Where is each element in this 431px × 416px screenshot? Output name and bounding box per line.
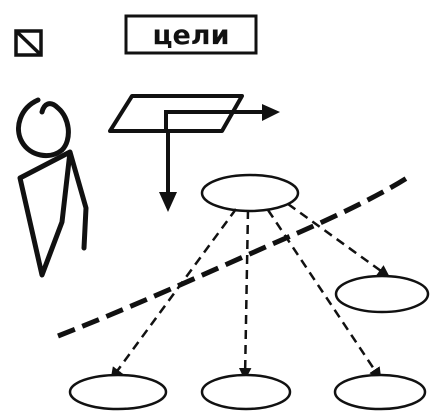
bottom-center-node (200, 373, 292, 411)
person-head (16, 97, 71, 159)
middle-right-node (334, 274, 430, 314)
goal-label: цели (152, 20, 229, 51)
bottom-right-node (333, 373, 427, 411)
right-arrow (164, 110, 264, 131)
bottom-left-node (68, 373, 168, 411)
goal-box: цели (124, 14, 258, 55)
top-node (200, 173, 300, 213)
person-body (17, 149, 89, 278)
connector-bottom-center (238, 209, 252, 381)
person-figure (16, 97, 89, 278)
connector-right (287, 202, 391, 278)
connector-bottom-left (110, 208, 238, 381)
right-arrow-head (262, 104, 280, 121)
plane-shape (108, 94, 280, 212)
down-arrow-head (159, 192, 177, 212)
crossed-square-icon (14, 29, 43, 57)
dashed-boundary-line (57, 173, 412, 339)
